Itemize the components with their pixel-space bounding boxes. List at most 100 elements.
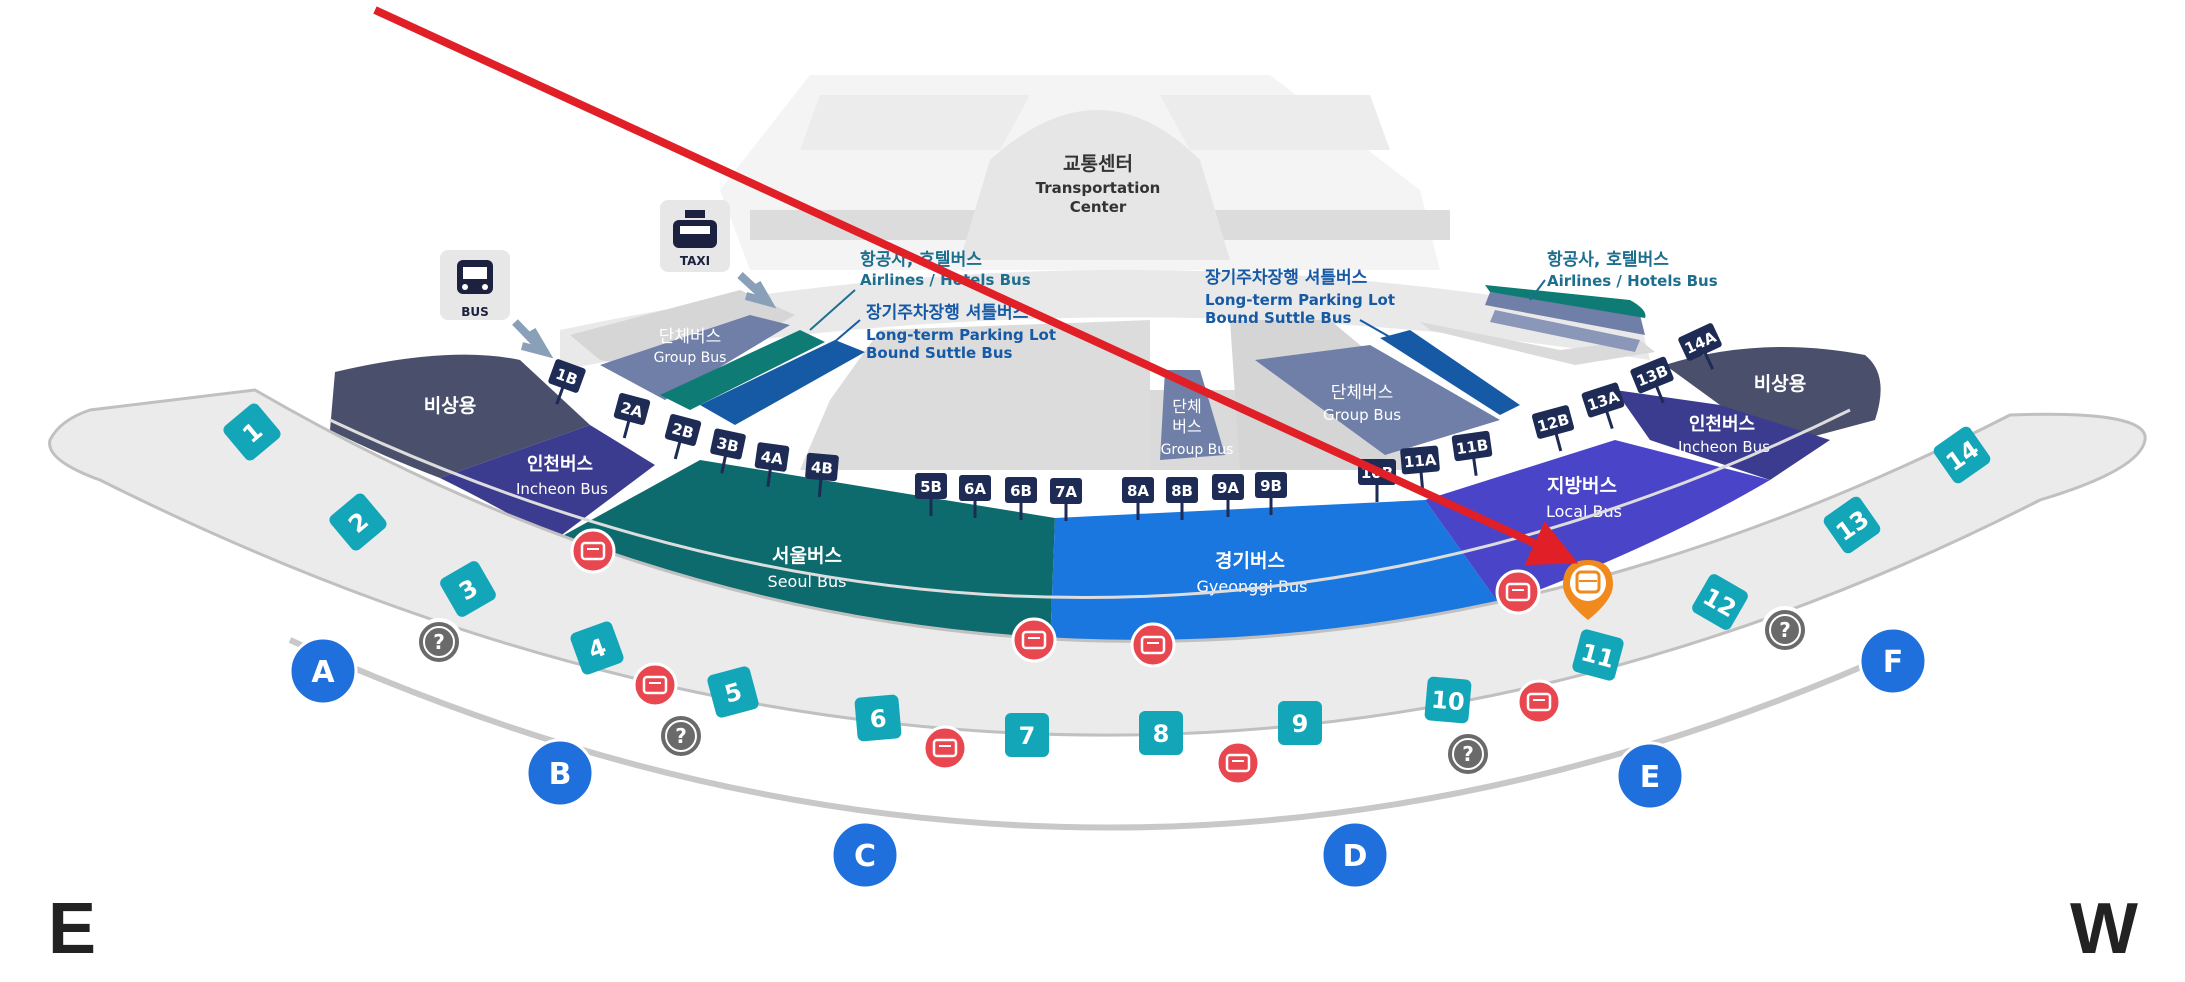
bus-entrance-arrow <box>512 319 554 359</box>
ticket-machine-icon <box>1011 617 1057 663</box>
stop-5B-label: 5B <box>920 478 942 496</box>
parking-left-lane <box>700 340 865 425</box>
door-5-badge: 5 <box>707 666 759 718</box>
airlines-right-ko: 항공사, 호텔버스 <box>1547 249 1669 270</box>
stop-1B: 1B <box>548 359 586 405</box>
stops-layer: 1B2A2B3B4A4B5B6A6B7A8A8B9A9B10B11A11B12B… <box>548 323 1722 521</box>
gate-A-marker[interactable]: A <box>288 636 358 706</box>
door-9-badge: 9 <box>1278 701 1322 745</box>
parking-left-en-1: Long-term Parking Lot <box>866 326 1056 344</box>
door-7-badge: 7 <box>1005 713 1049 757</box>
tickets-layer <box>570 528 1562 786</box>
ticket-machine-icon <box>1215 740 1261 786</box>
info-icon[interactable]: ? <box>1761 606 1809 654</box>
ticket-machine-icon <box>570 528 616 574</box>
stop-4A: 4A <box>754 442 790 487</box>
info-glyph: ? <box>1462 742 1474 766</box>
door-9-label: 9 <box>1292 710 1309 738</box>
stop-11A-label: 11A <box>1403 451 1437 472</box>
stop-8A-label: 8A <box>1127 482 1149 500</box>
info-icon[interactable]: ? <box>415 618 463 666</box>
gates-layer: A B C D E F <box>288 626 1928 890</box>
stop-2B: 2B <box>664 413 702 460</box>
ticket-machine-icon <box>1495 569 1541 615</box>
local-bus-zone <box>1425 440 1770 605</box>
stop-11B: 11B <box>1451 430 1493 476</box>
door-7-label: 7 <box>1019 722 1036 750</box>
door-4-badge: 4 <box>570 621 624 675</box>
stop-4B: 4B <box>805 452 839 498</box>
gate-F-marker[interactable]: F <box>1858 626 1928 696</box>
emergency-right-label: 비상용 <box>1754 373 1806 395</box>
airlines-right-en: Airlines / Hotels Bus <box>1547 272 1718 290</box>
bus-entrance-icon <box>440 250 510 320</box>
local-bus-ko: 지방버스 <box>1547 475 1617 497</box>
group-mid-ko-1: 단체 <box>1172 397 1201 416</box>
incheon-zone-left <box>440 425 655 540</box>
parking-left-ko: 장기주차장행 셔틀버스 <box>866 303 1029 323</box>
taxi-entrance-icon <box>660 200 730 272</box>
ticket-machine-icon <box>632 662 678 708</box>
group-left-ko: 단체버스 <box>659 327 722 347</box>
info-glyph: ? <box>675 724 687 748</box>
stop-11A: 11A <box>1400 445 1440 491</box>
door-13-badge: 13 <box>1823 496 1881 554</box>
transport-center-en-2: Center <box>1070 198 1127 216</box>
gate-E-label: E <box>1640 760 1661 795</box>
info-icon[interactable]: ? <box>1444 730 1492 778</box>
group-bus-mid-zone <box>1160 370 1225 460</box>
gate-C-marker[interactable]: C <box>830 820 900 890</box>
incheon-right-ko: 인천버스 <box>1689 414 1755 435</box>
airlines-right-lane <box>1485 285 1646 318</box>
door-6-badge: 6 <box>854 694 902 742</box>
stop-3B: 3B <box>710 428 746 474</box>
gate-A-label: A <box>311 655 335 690</box>
gate-B-marker[interactable]: B <box>525 738 595 808</box>
incheon-zone-right <box>1615 390 1830 480</box>
gate-E-marker[interactable]: E <box>1615 741 1685 811</box>
door-8-label: 8 <box>1153 720 1170 748</box>
door-10-badge: 10 <box>1424 676 1472 724</box>
parking-right-en-1: Long-term Parking Lot <box>1205 291 1395 309</box>
stop-9A-label: 9A <box>1217 479 1239 497</box>
location-marker-icon[interactable] <box>1563 560 1613 620</box>
stop-9B: 9B <box>1255 472 1287 515</box>
stop-2B-label: 2B <box>670 419 696 442</box>
group-mid-ko-2: 버스 <box>1172 417 1201 436</box>
transportation-center-building <box>720 75 1450 270</box>
stop-7A: 7A <box>1050 478 1082 521</box>
gate-B-label: B <box>549 757 572 792</box>
group-mid-en: Group Bus <box>1161 442 1234 458</box>
group-bus-right-zone <box>1255 345 1500 455</box>
emergency-zone-right <box>1665 347 1881 440</box>
inner-concourse-curve <box>329 408 1851 600</box>
stop-8A: 8A <box>1122 477 1154 520</box>
parking-right-ko: 장기주차장행 셔틀버스 <box>1205 268 1368 288</box>
stop-6B-label: 6B <box>1010 482 1032 500</box>
stop-2A-label: 2A <box>619 398 645 421</box>
stop-6B: 6B <box>1005 477 1037 520</box>
local-bus-en: Local Bus <box>1546 502 1622 521</box>
door-8-badge: 8 <box>1139 711 1183 755</box>
bus-entrance-label: BUS <box>461 305 489 319</box>
transport-center-en-1: Transportation <box>1036 179 1161 197</box>
gate-D-marker[interactable]: D <box>1320 820 1390 890</box>
door-6-label: 6 <box>869 704 888 733</box>
stop-8B: 8B <box>1166 477 1198 520</box>
info-glyph: ? <box>1779 618 1791 642</box>
right-bay-stripes <box>1420 322 1655 365</box>
door-2-badge: 2 <box>329 493 387 551</box>
incheon-left-en: Incheon Bus <box>516 480 608 498</box>
emergency-zone-left <box>330 354 590 478</box>
gate-F-label: F <box>1883 645 1904 680</box>
info-icon[interactable]: ? <box>657 712 705 760</box>
parking-right-lane <box>1380 330 1520 415</box>
airlines-left-lane <box>660 330 825 410</box>
inner-bay-band <box>560 269 1650 370</box>
stop-5B: 5B <box>915 473 947 516</box>
door-11-badge: 11 <box>1572 629 1624 681</box>
door-12-badge: 12 <box>1692 574 1748 630</box>
airlines-right-stripe-1 <box>1485 292 1645 335</box>
group-bus-left-bay <box>570 290 795 375</box>
